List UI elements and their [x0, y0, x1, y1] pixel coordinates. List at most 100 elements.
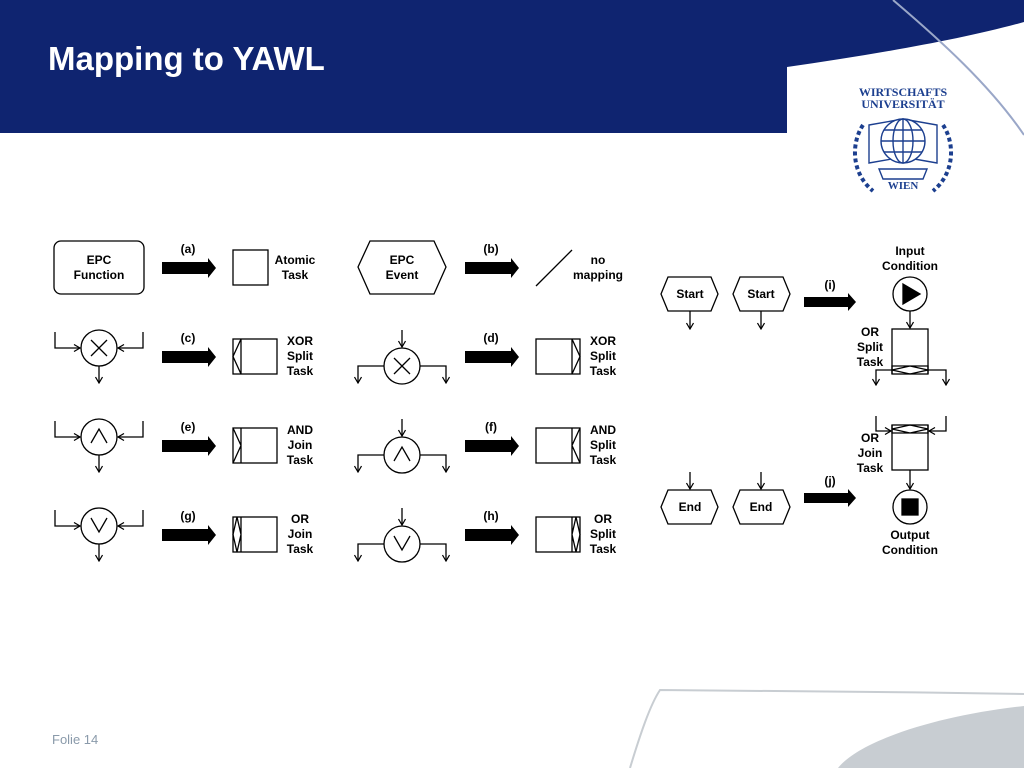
epc-function-shape — [53, 240, 145, 295]
and-join-decorator — [232, 427, 242, 464]
task-label-g-2: Join — [288, 527, 313, 541]
xor-split-task-shape-d — [535, 338, 581, 375]
end-event-2 — [732, 489, 791, 525]
incoming-flow-left-c — [54, 332, 80, 348]
mapping-tag-e: (e) — [181, 420, 196, 434]
mapping-arrow-j — [804, 489, 856, 507]
task-label-d-3: Task — [590, 364, 617, 378]
mapping-arrow-i — [804, 293, 856, 311]
xor-symbol-c — [90, 339, 108, 357]
mapping-tag-j: (j) — [824, 474, 835, 488]
incoming-flow-right-g — [118, 510, 144, 526]
task-label-f-2: Split — [590, 438, 616, 452]
header-band — [0, 0, 1024, 133]
task-label-i-2: Split — [857, 340, 883, 354]
mapping-tag-h: (h) — [483, 509, 498, 523]
task-label-c-1: XOR — [287, 334, 313, 348]
start-event-1-label: Start — [676, 287, 703, 301]
task-label-c-2: Split — [287, 349, 313, 363]
mapping-arrow-a — [162, 258, 216, 278]
atomic-task-label-1: Atomic — [275, 253, 316, 267]
task-label-i-3: Task — [857, 355, 884, 369]
mapping-arrow-b — [465, 258, 519, 278]
no-mapping-slash — [535, 249, 573, 287]
input-condition-label-2: Condition — [882, 259, 938, 273]
and-connector-e — [80, 418, 118, 456]
and-connector-f — [383, 436, 421, 474]
start-event-1 — [660, 276, 719, 312]
header-swoosh — [892, 0, 1024, 136]
epc-event-shape — [357, 240, 447, 295]
outgoing-flow-left-d — [358, 365, 384, 383]
end-event-1 — [660, 489, 719, 525]
mapping-tag-d: (d) — [483, 331, 498, 345]
or-symbol-g — [90, 517, 108, 534]
or-split-decorator-i — [891, 365, 929, 375]
slide-footer: Folie 14 — [52, 732, 99, 747]
logo-line-3: WIEN — [888, 180, 919, 192]
xor-join-task-shape — [232, 338, 278, 375]
or-connector-g — [80, 507, 118, 545]
mapping-tag-f: (f) — [485, 420, 497, 434]
atomic-task-label-2: Task — [282, 268, 309, 282]
or-split-out-left-i — [876, 369, 892, 385]
output-condition-label-2: Condition — [882, 543, 938, 557]
university-logo: WIRTSCHAFTS UNIVERSITÄT WIEN — [852, 85, 954, 193]
outgoing-flow-left-f — [358, 454, 384, 472]
and-symbol-f — [393, 445, 411, 462]
slide-title: Mapping to YAWL — [48, 40, 325, 77]
or-join-in-left-j — [875, 416, 891, 431]
task-label-g-3: Task — [287, 542, 314, 556]
xor-symbol-d — [393, 357, 411, 375]
globe-book-laurel-icon — [852, 118, 954, 193]
or-split-decorator-h — [571, 516, 581, 553]
atomic-task-shape — [232, 249, 269, 286]
task-label-j-2: Join — [858, 446, 883, 460]
output-condition-shape — [892, 489, 928, 525]
task-label-h-1: OR — [594, 512, 612, 526]
task-label-h-2: Split — [590, 527, 616, 541]
task-label-f-3: Task — [590, 453, 617, 467]
and-symbol-e — [90, 427, 108, 444]
epc-event-label-2: Event — [386, 268, 419, 282]
task-label-d-2: Split — [590, 349, 616, 363]
and-split-task-shape — [535, 427, 581, 464]
or-join-task-shape — [232, 516, 278, 553]
start-event-2-label: Start — [747, 287, 774, 301]
mapping-arrow-h — [465, 525, 519, 545]
outgoing-flow-right-h — [420, 543, 446, 561]
end-event-2-label: End — [750, 500, 773, 514]
task-label-e-2: Join — [288, 438, 313, 452]
mapping-tag-c: (c) — [181, 331, 196, 345]
no-mapping-label-2: mapping — [573, 268, 623, 282]
mapping-arrow-g — [162, 525, 216, 545]
end-event-1-label: End — [679, 500, 702, 514]
task-label-f-1: AND — [590, 423, 616, 437]
no-mapping-label-1: no — [591, 253, 606, 267]
mapping-tag-a: (a) — [181, 242, 196, 256]
or-join-decorator-j — [891, 424, 929, 434]
and-split-decorator — [571, 427, 581, 464]
or-join-decorator — [232, 516, 242, 553]
or-connector-h — [383, 525, 421, 563]
xor-split-decorator-d — [571, 338, 581, 375]
input-condition-label-1: Input — [895, 244, 924, 258]
task-label-j-1: OR — [861, 431, 879, 445]
task-label-i-1: OR — [861, 325, 879, 339]
mapping-arrow-d — [465, 347, 519, 367]
task-label-d-1: XOR — [590, 334, 616, 348]
or-symbol-h — [393, 535, 411, 552]
epc-event-label-1: EPC — [390, 253, 415, 267]
mapping-arrow-c — [162, 347, 216, 367]
mapping-tag-i: (i) — [824, 278, 835, 292]
task-label-h-3: Task — [590, 542, 617, 556]
incoming-flow-right-c — [118, 332, 144, 348]
task-label-e-1: AND — [287, 423, 313, 437]
or-split-task-i-shape — [891, 328, 929, 375]
play-icon — [902, 282, 922, 306]
or-join-task-j-shape — [891, 424, 929, 471]
outgoing-flow-left-h — [358, 543, 384, 561]
epc-function-label-2: Function — [74, 268, 125, 282]
stop-square-icon — [901, 498, 919, 516]
outgoing-flow-right-d — [420, 365, 446, 383]
